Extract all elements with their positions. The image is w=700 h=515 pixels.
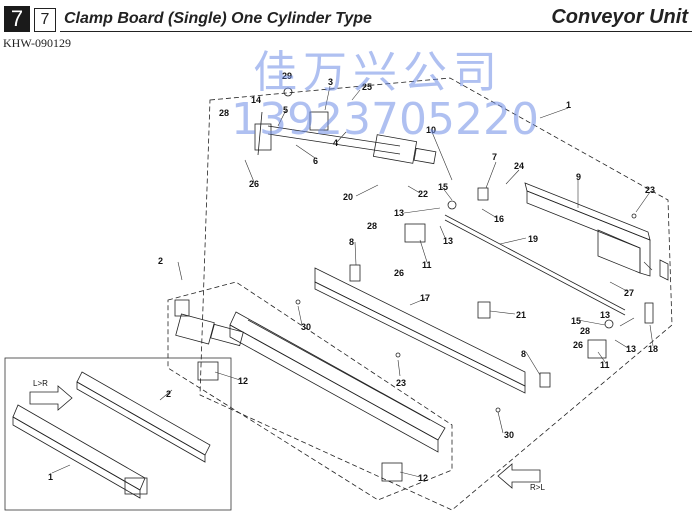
- label-part-1: 1: [48, 472, 53, 482]
- page-number-dark-badge: 7: [4, 6, 30, 32]
- label-part-28: 28: [219, 108, 229, 118]
- label-part-28: 28: [580, 326, 590, 336]
- label-part-3: 3: [328, 77, 333, 87]
- label-part-11: 11: [422, 260, 432, 270]
- bolt-23-bottom: [395, 352, 401, 358]
- label-part-18: 18: [648, 344, 658, 354]
- page-number-light-badge: 7: [34, 8, 56, 32]
- label-part-2: 2: [166, 389, 171, 399]
- label-part-26: 26: [394, 268, 404, 278]
- bolt-23-top: [631, 213, 637, 219]
- block-7: [477, 187, 489, 201]
- label-part-11: 11: [600, 360, 610, 370]
- leader-lines: [51, 85, 654, 478]
- label-part-23: 23: [396, 378, 406, 388]
- label-part-13: 13: [394, 208, 404, 218]
- label-part-13: 13: [600, 310, 610, 320]
- label-part-30: 30: [301, 322, 311, 332]
- label-part-21: 21: [516, 310, 526, 320]
- washer-15-right: [604, 319, 614, 329]
- label-direction-left-to-right: L>R: [33, 379, 48, 388]
- label-part-19: 19: [528, 234, 538, 244]
- inset-clamp-board: [76, 371, 211, 463]
- page-title: Clamp Board (Single) One Cylinder Type: [64, 10, 372, 27]
- nut-29: [283, 87, 293, 97]
- label-part-13: 13: [443, 236, 453, 246]
- bracket-8-right: [539, 372, 551, 388]
- label-part-16: 16: [494, 214, 504, 224]
- label-part-4: 4: [333, 138, 338, 148]
- document-code: KHW-090129: [3, 36, 71, 50]
- label-part-14: 14: [251, 95, 261, 105]
- label-part-8: 8: [349, 237, 354, 247]
- header-rule: [60, 31, 692, 32]
- bolt-30-top: [295, 299, 301, 305]
- label-part-6: 6: [313, 156, 318, 166]
- direction-arrow-right-to-left: [497, 463, 541, 489]
- inset-box: [4, 357, 232, 511]
- label-part-7: 7: [492, 152, 497, 162]
- direction-arrow-left-to-right: [29, 385, 73, 411]
- label-part-22: 22: [418, 189, 428, 199]
- clamp-block-12-top: [197, 361, 219, 381]
- label-part-28: 28: [367, 221, 377, 231]
- label-part-20: 20: [343, 192, 353, 202]
- label-part-8: 8: [521, 349, 526, 359]
- bolt-30-bottom: [495, 407, 501, 413]
- label-part-23: 23: [645, 185, 655, 195]
- label-part-5: 5: [283, 105, 288, 115]
- bracket-18: [644, 302, 654, 324]
- clamp-board-rail: [174, 299, 446, 453]
- label-part-15: 15: [571, 316, 581, 326]
- label-part-15: 15: [438, 182, 448, 192]
- label-part-24: 24: [514, 161, 524, 171]
- cylinder-assembly: [254, 111, 437, 165]
- label-part-9: 9: [576, 172, 581, 182]
- label-part-27: 27: [624, 288, 634, 298]
- main-assembly-boundary: [199, 77, 673, 511]
- section-title: Conveyor Unit: [551, 6, 688, 28]
- watermark-phone-number: 13923705220: [231, 94, 539, 145]
- label-part-1: 1: [566, 100, 571, 110]
- label-part-12: 12: [238, 376, 248, 386]
- label-part-13: 13: [626, 344, 636, 354]
- clamp-block-12-bottom: [381, 462, 403, 482]
- label-part-30: 30: [504, 430, 514, 440]
- clamp-block-11-right: [587, 339, 607, 359]
- label-part-25: 25: [362, 82, 372, 92]
- clamp-block-11-left: [404, 223, 426, 243]
- label-direction-right-to-left: R>L: [530, 483, 545, 492]
- clamp-plate: [314, 267, 526, 394]
- label-part-12: 12: [418, 473, 428, 483]
- watermark-company-name: 佳万兴公司: [253, 47, 503, 98]
- washer-15-left: [447, 200, 457, 210]
- bracket-8-left: [349, 264, 361, 282]
- block-21: [477, 301, 491, 319]
- bracket-bar: [524, 182, 669, 281]
- label-part-26: 26: [249, 179, 259, 189]
- inset-main-board: [12, 404, 148, 499]
- label-part-29: 29: [282, 71, 292, 81]
- guide-rod: [444, 214, 626, 311]
- label-part-26: 26: [573, 340, 583, 350]
- label-part-10: 10: [426, 125, 436, 135]
- label-part-2: 2: [158, 256, 163, 266]
- label-part-17: 17: [420, 293, 430, 303]
- part-labels: 1 1 2 2 3 4 5 6 7 8 8 9 10 11 11 12 12 1…: [33, 71, 658, 492]
